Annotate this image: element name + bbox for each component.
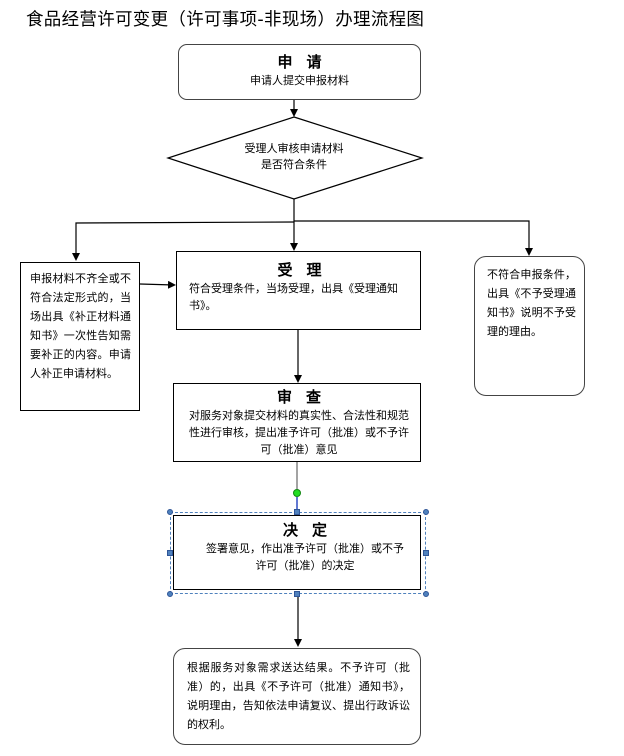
step-decide-heading: 决定 [282,521,341,539]
step-check-text: 受理人审核申请材料 是否符合条件 [200,141,388,173]
step-apply-heading: 申请 [277,53,336,71]
resize-handle-top[interactable] [294,509,300,515]
step-apply: 申请 申请人提交申报材料 [178,44,421,100]
step-reject: 不符合申报条件，出具《不予受理通知书》说明不予受理的理由。 [474,256,585,396]
arrow-to-incomplete [72,221,295,261]
step-deliver-text: 根据服务对象需求送达结果。不予许可（批准）的，出具《不予许可（批准）通知书》，说… [187,661,410,731]
resize-handle-bottom-right[interactable] [423,591,429,597]
resize-handle-top-right[interactable] [423,509,429,515]
step-check-line2: 是否符合条件 [261,158,327,171]
resize-handle-top-left[interactable] [167,509,173,515]
arrow-incomplete-to-accept [139,280,176,289]
rotate-handle[interactable] [293,489,301,497]
step-apply-text: 申请人提交申报材料 [250,74,349,87]
step-reject-text: 不符合申报条件，出具《不予受理通知书》说明不予受理的理由。 [487,268,576,338]
page-title: 食品经营许可变更（许可事项-非现场）办理流程图 [26,10,425,30]
step-incomplete: 申报材料不齐全或不符合法定形式的，当场出具《补正材料通知书》一次性告知需要补正的… [20,262,140,411]
arrow-to-reject [294,220,533,256]
resize-handle-bottom-left[interactable] [167,591,173,597]
step-decide[interactable]: 决定 签署意见，作出准予许可（批准）或不予许可（批准）的决定 [173,515,421,590]
resize-handle-bottom[interactable] [294,591,300,597]
step-incomplete-text: 申报材料不齐全或不符合法定形式的，当场出具《补正材料通知书》一次性告知需要补正的… [30,272,131,380]
step-accept: 受理 符合受理条件，当场受理，出具《受理通知书》。 [176,251,421,330]
step-accept-heading: 受理 [277,261,336,279]
step-decide-text: 签署意见，作出准予许可（批准）或不予许可（批准）的决定 [206,542,404,572]
resize-handle-left[interactable] [167,550,173,556]
step-review-heading: 审查 [276,388,335,406]
step-review-text: 对服务对象提交材料的真实性、合法性和规范性进行审核，提出准予许可（批准）或不予许… [189,409,409,456]
resize-handle-right[interactable] [423,550,429,556]
step-check-line1: 受理人审核申请材料 [244,142,344,155]
step-accept-text: 符合受理条件，当场受理，出具《受理通知书》。 [189,282,398,312]
step-deliver: 根据服务对象需求送达结果。不予许可（批准）的，出具《不予许可（批准）通知书》，说… [173,648,421,745]
step-review: 审查 对服务对象提交材料的真实性、合法性和规范性进行审核，提出准予许可（批准）或… [173,383,421,462]
